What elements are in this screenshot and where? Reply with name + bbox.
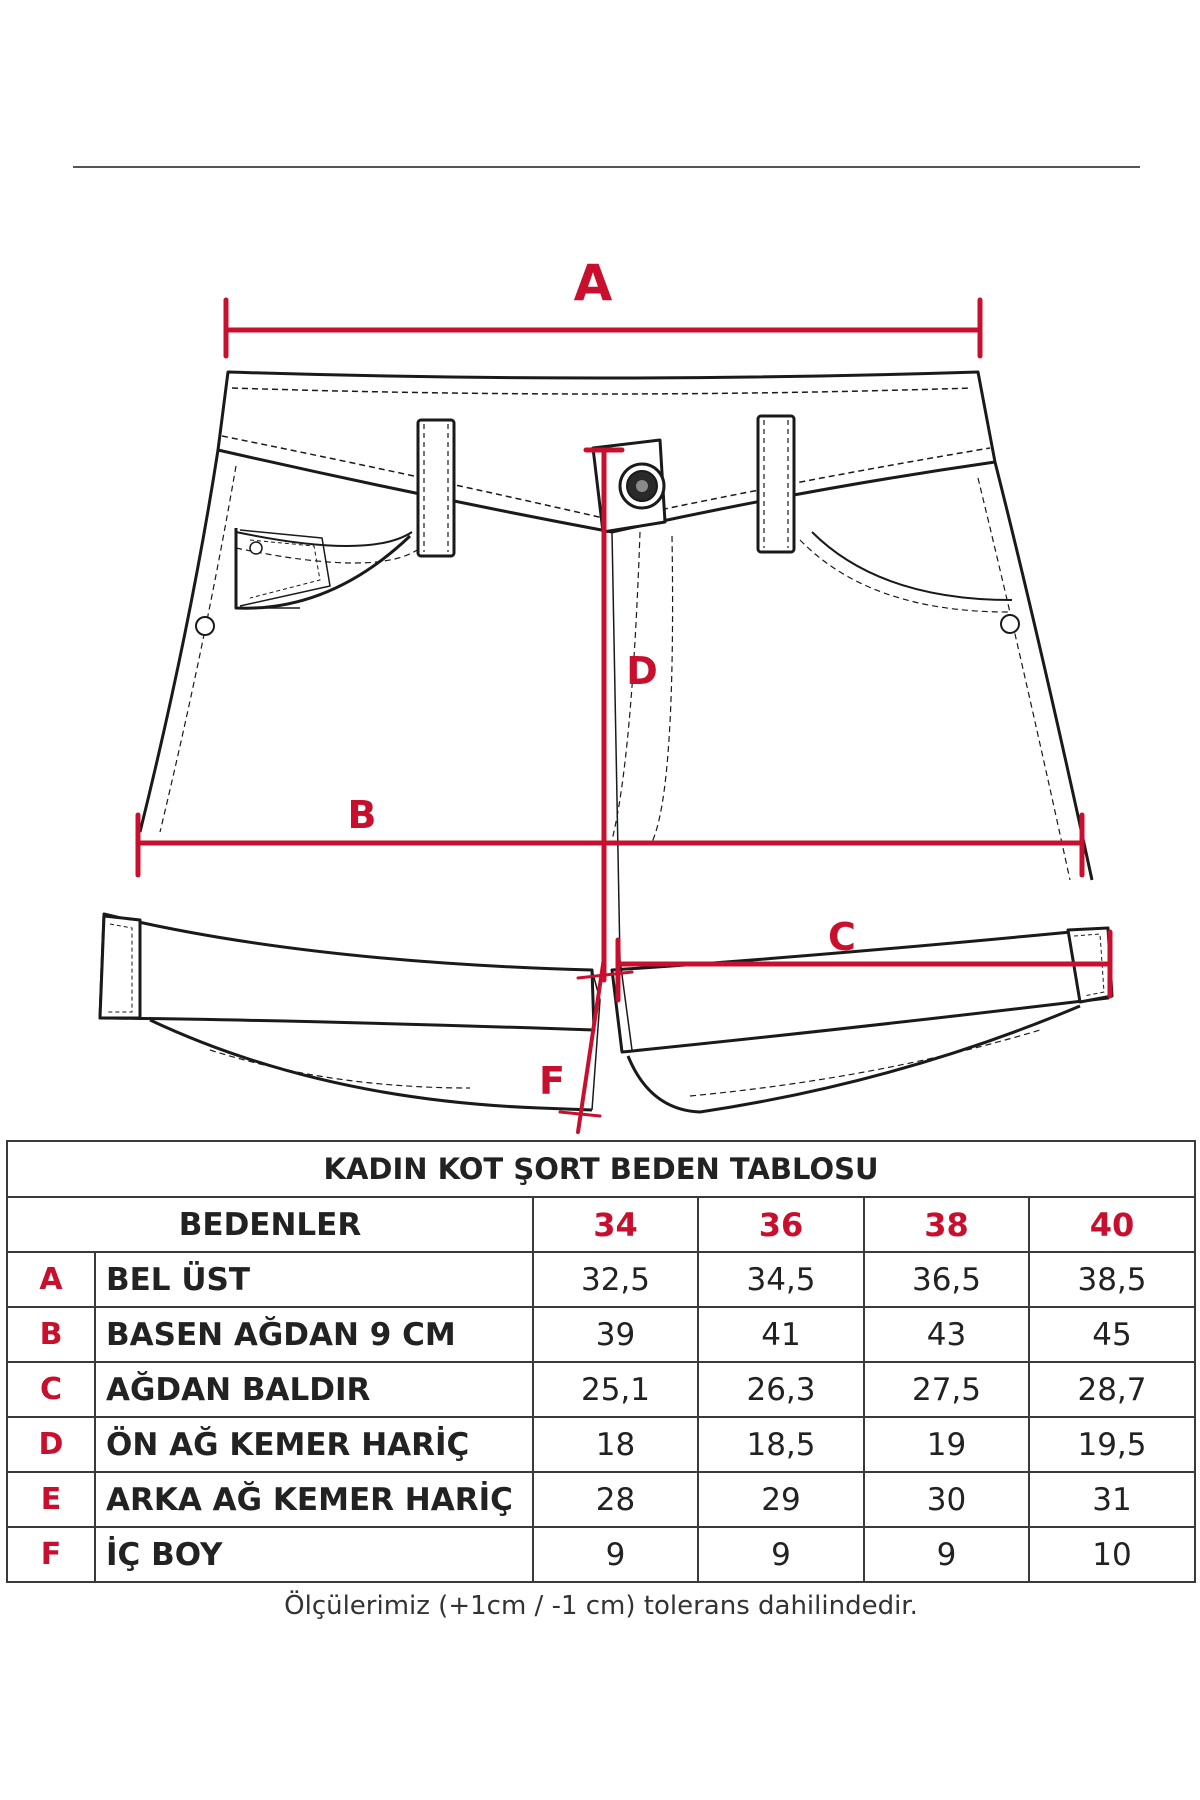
measurement-value: 39 [532,1306,699,1363]
measurement-code: C [6,1361,96,1418]
measurement-value: 43 [863,1306,1030,1363]
measurement-value: 36,5 [863,1251,1030,1308]
size-header: 36 [697,1196,865,1253]
table-title: KADIN KOT ŞORT BEDEN TABLOSU [5,1140,1197,1198]
measurement-value: 10 [1027,1526,1197,1583]
measurement-code: D [6,1416,96,1473]
measurement-code: E [6,1471,96,1528]
size-header: 38 [863,1196,1030,1253]
size-header: 40 [1027,1196,1197,1253]
measurement-code: A [6,1251,96,1308]
measurement-name: ARKA AĞ KEMER HARİÇ [94,1471,534,1528]
table-row: C AĞDAN BALDIR 25,1 26,3 27,5 28,7 [6,1361,1197,1418]
measurement-value: 34,5 [697,1251,865,1308]
measurement-value: 9 [697,1526,865,1583]
tolerance-note: Ölçülerimiz (+1cm / -1 cm) tolerans dahi… [284,1591,918,1621]
measurement-value: 19 [863,1416,1030,1473]
measurement-value: 38,5 [1027,1251,1197,1308]
table-header-row: BEDENLER 34 36 38 40 [6,1196,1197,1253]
dimension-label-a: A [574,254,613,312]
tolerance-note-row: Ölçülerimiz (+1cm / -1 cm) tolerans dahi… [7,1582,1195,1629]
measurement-value: 27,5 [863,1361,1030,1418]
dimension-label-b: B [348,793,377,837]
sizes-header-label: BEDENLER [6,1196,534,1253]
measurement-value: 25,1 [532,1361,699,1418]
measurement-name: BEL ÜST [94,1251,534,1308]
table-title-row: KADIN KOT ŞORT BEDEN TABLOSU [5,1140,1197,1198]
dimension-label-f: F [539,1059,565,1103]
measurement-value: 28 [532,1471,699,1528]
table-row: D ÖN AĞ KEMER HARİÇ 18 18,5 19 19,5 [6,1416,1197,1473]
measurement-value: 18,5 [697,1416,865,1473]
measurement-value: 19,5 [1027,1416,1197,1473]
measurement-value: 28,7 [1027,1361,1197,1418]
table-row: A BEL ÜST 32,5 34,5 36,5 38,5 [6,1251,1197,1308]
measurement-name: AĞDAN BALDIR [94,1361,534,1418]
measurement-code: B [6,1306,96,1363]
dimension-lines [135,297,1113,1134]
jeans-button [618,462,666,510]
dimension-label-c: C [828,915,856,959]
measurement-code: F [6,1526,96,1583]
table-row: E ARKA AĞ KEMER HARİÇ 28 29 30 31 [6,1471,1197,1528]
measurement-name: ÖN AĞ KEMER HARİÇ [94,1416,534,1473]
measurement-name: İÇ BOY [94,1526,534,1583]
measurement-value: 9 [532,1526,699,1583]
measurement-value: 41 [697,1306,865,1363]
measurement-name: BASEN AĞDAN 9 CM [94,1306,534,1363]
table-row: F İÇ BOY 9 9 9 10 [6,1526,1197,1583]
dimension-label-d: D [626,649,658,693]
measurement-value: 32,5 [532,1251,699,1308]
size-chart-table: KADIN KOT ŞORT BEDEN TABLOSU BEDENLER 34… [5,1140,1197,1629]
size-header: 34 [532,1196,699,1253]
table-row: B BASEN AĞDAN 9 CM 39 41 43 45 [6,1306,1197,1363]
measurement-value: 45 [1027,1306,1197,1363]
measurement-value: 30 [863,1471,1030,1528]
measurement-value: 18 [532,1416,699,1473]
shorts-technical-drawing: A B C D F [73,166,1140,1134]
measurement-value: 31 [1027,1471,1197,1528]
measurement-value: 29 [697,1471,865,1528]
measurement-value: 26,3 [697,1361,865,1418]
measurement-value: 9 [863,1526,1030,1583]
